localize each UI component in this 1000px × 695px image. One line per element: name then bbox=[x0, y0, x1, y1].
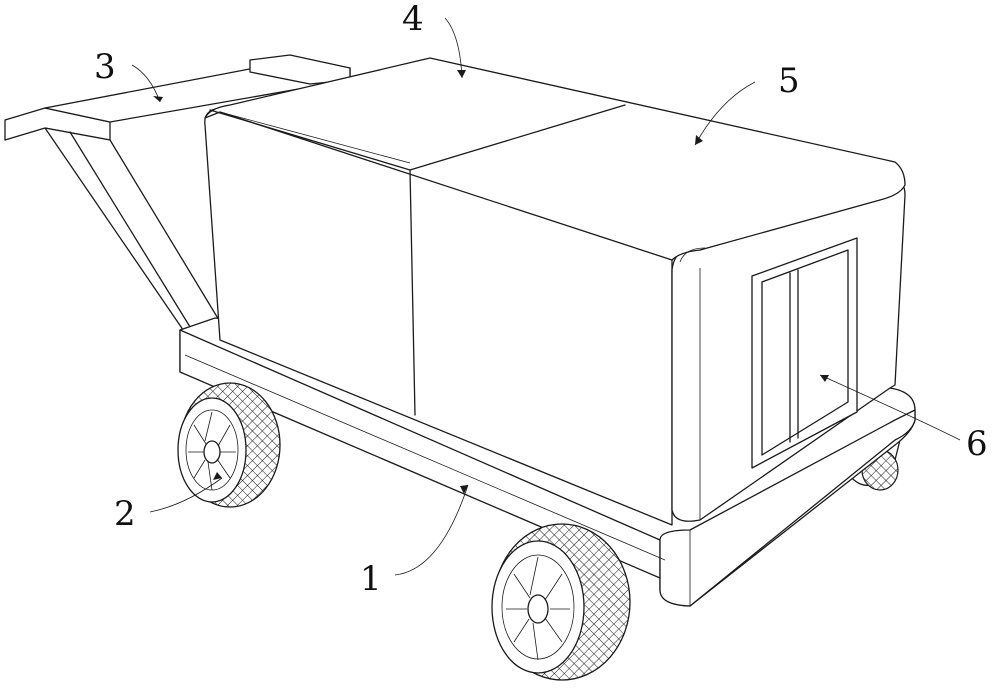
wheel-front-left bbox=[177, 382, 281, 508]
leader-base bbox=[394, 484, 469, 576]
leader-lines bbox=[131, 17, 961, 576]
label-lid-right: 5 bbox=[778, 61, 800, 101]
label-handle: 3 bbox=[94, 47, 116, 87]
side-door bbox=[751, 237, 858, 469]
label-door: 6 bbox=[966, 424, 988, 464]
label-wheel: 2 bbox=[114, 494, 136, 534]
leader-door bbox=[819, 374, 961, 441]
leader-wheel bbox=[149, 477, 223, 513]
leader-lid-right bbox=[694, 81, 756, 146]
label-base: 1 bbox=[360, 559, 382, 599]
wheel-front-right bbox=[491, 523, 631, 681]
label-lid-left: 4 bbox=[402, 0, 424, 39]
